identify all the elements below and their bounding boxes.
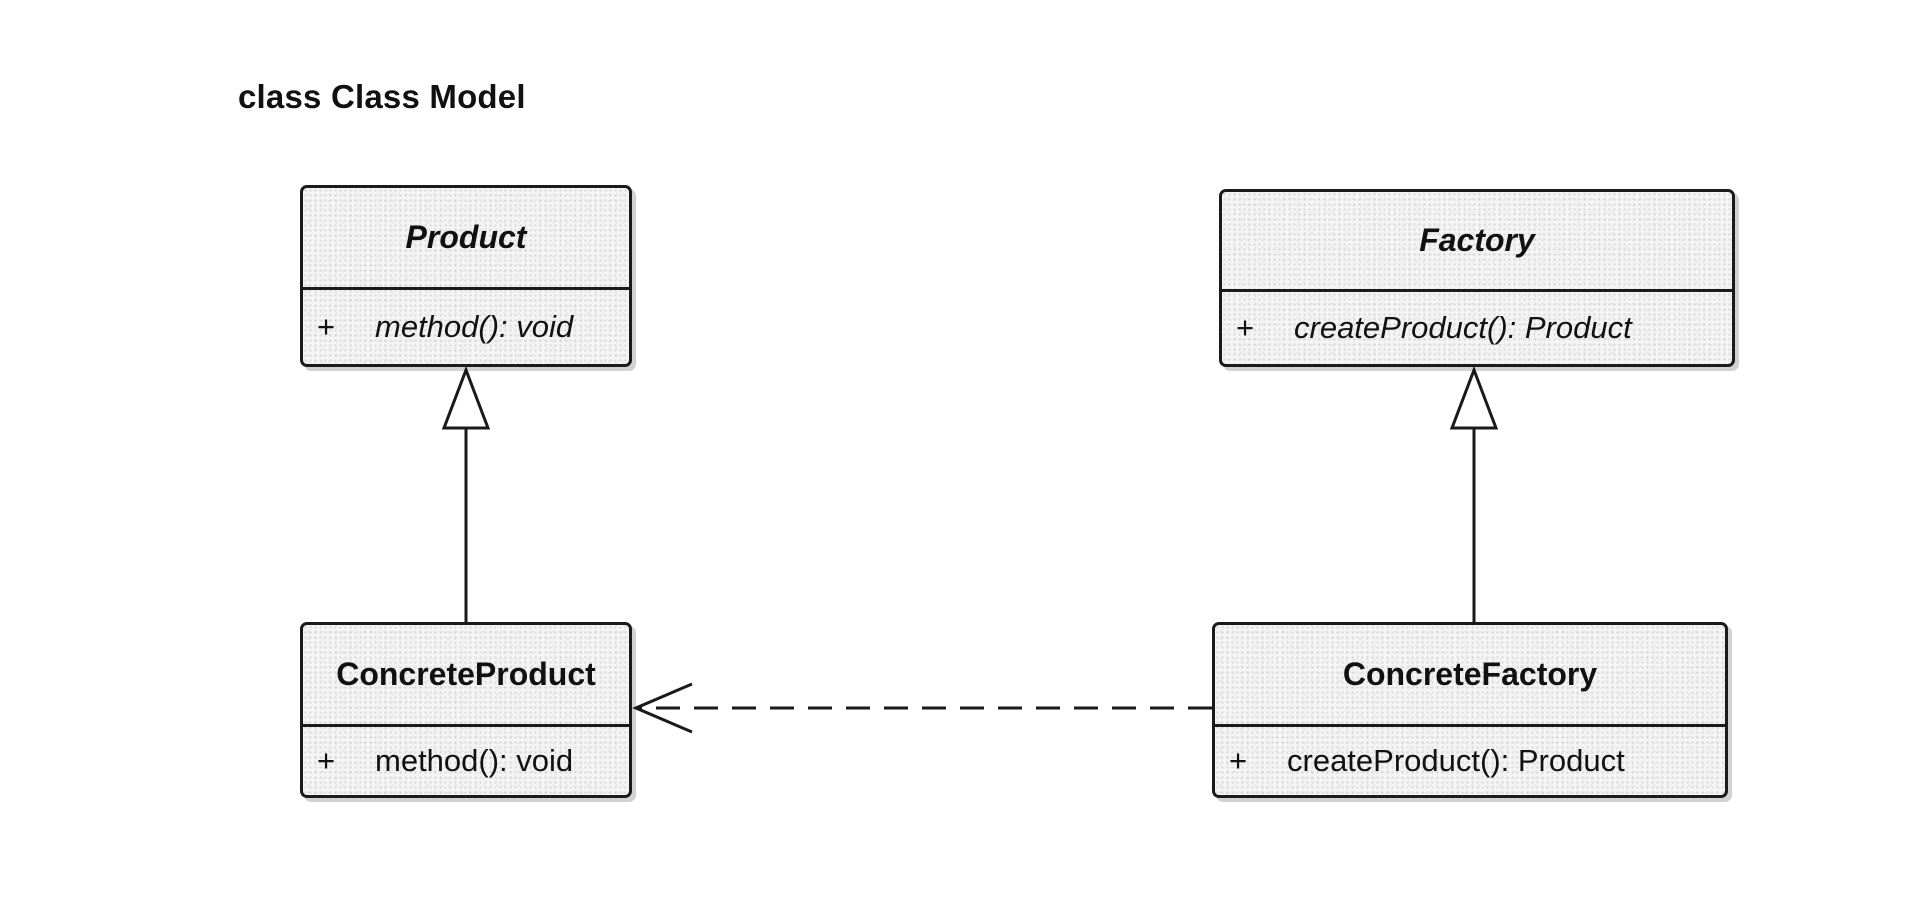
operation-visibility: + (1229, 743, 1248, 778)
operation-signature: createProduct(): Product (1294, 310, 1632, 345)
diagram-title: class Class Model (238, 78, 526, 115)
class-box-factory[interactable]: Factory + createProduct(): Product (1219, 189, 1735, 367)
class-name-concrete-product: ConcreteProduct (303, 625, 629, 727)
class-operations-product: + method(): void (303, 290, 629, 364)
class-operations-concrete-product: + method(): void (303, 727, 629, 795)
operation-visibility: + (317, 743, 336, 778)
class-operations-concrete-factory: + createProduct(): Product (1215, 727, 1725, 795)
generalization-arrowhead-icon (441, 365, 491, 430)
dependency-concrete-factory-to-concrete-product[interactable] (632, 682, 1212, 734)
generalization-arrowhead-icon (1449, 365, 1499, 430)
class-box-concrete-factory[interactable]: ConcreteFactory + createProduct(): Produ… (1212, 622, 1728, 798)
class-name-product: Product (303, 188, 629, 290)
class-name-concrete-factory: ConcreteFactory (1215, 625, 1725, 727)
operation-visibility: + (1236, 310, 1255, 345)
operation-signature: createProduct(): Product (1287, 743, 1625, 778)
operation-visibility: + (317, 309, 336, 344)
generalization-concrete-product-to-product[interactable] (441, 365, 491, 622)
dependency-open-arrowhead-icon (632, 682, 693, 734)
class-box-product[interactable]: Product + method(): void (300, 185, 632, 367)
class-operations-factory: + createProduct(): Product (1222, 292, 1732, 364)
operation-signature: method(): void (375, 743, 574, 778)
generalization-concrete-factory-to-factory[interactable] (1449, 365, 1499, 622)
class-name-factory: Factory (1222, 192, 1732, 292)
operation-signature: method(): void (375, 309, 574, 344)
class-box-concrete-product[interactable]: ConcreteProduct + method(): void (300, 622, 632, 798)
